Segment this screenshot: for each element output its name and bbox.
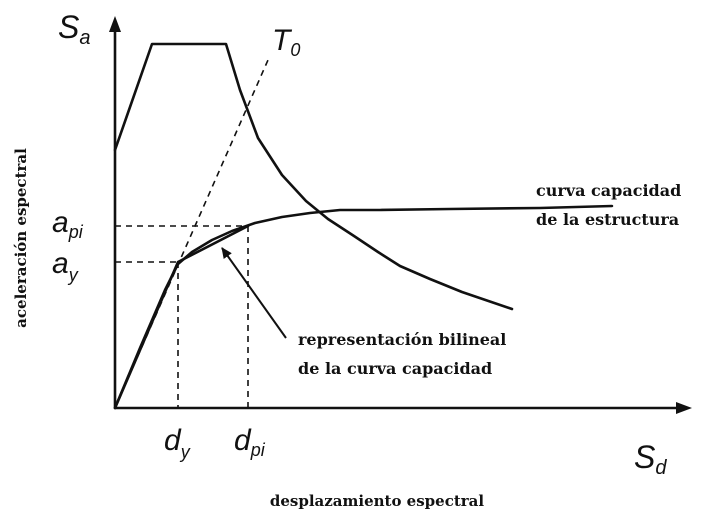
period-line-t0 bbox=[114, 59, 269, 409]
x-axis-symbol: Sd bbox=[634, 439, 667, 479]
x-axis-arrow bbox=[676, 402, 692, 414]
demand-spectrum-curve bbox=[113, 42, 514, 311]
y-axis-symbol-main: S bbox=[58, 9, 79, 45]
x-tick-dpi: dpi bbox=[234, 424, 266, 460]
x-tick-dpi-main: d bbox=[234, 424, 252, 457]
x-axis-symbol-sub: d bbox=[655, 457, 667, 479]
period-label: T0 bbox=[272, 24, 300, 60]
y-tick-api-sub: pi bbox=[68, 222, 84, 242]
x-axis-title: desplazamiento espectral bbox=[270, 492, 484, 510]
bilinear-label-line1: representación bilineal bbox=[298, 330, 506, 349]
capacity-curve-label-line1: curva capacidad bbox=[536, 181, 681, 200]
y-tick-ay: ay bbox=[52, 247, 79, 285]
bilinear-representation bbox=[113, 224, 250, 410]
y-axis-symbol: Sa bbox=[58, 9, 90, 49]
bilinear-label-line2: de la curva capacidad bbox=[298, 359, 492, 378]
y-tick-api: api bbox=[52, 206, 84, 242]
period-label-sub: 0 bbox=[290, 40, 300, 60]
x-tick-dy: dy bbox=[164, 424, 191, 462]
bilinear-pointer-arrow bbox=[221, 247, 287, 339]
y-tick-api-main: a bbox=[52, 206, 69, 239]
y-tick-ay-sub: y bbox=[67, 265, 79, 285]
x-tick-dpi-sub: pi bbox=[250, 440, 266, 460]
x-tick-dy-sub: y bbox=[179, 442, 191, 462]
capacity-curve-label-line2: de la estructura bbox=[536, 210, 679, 229]
y-axis-arrow bbox=[109, 16, 121, 32]
period-label-main: T bbox=[272, 24, 293, 57]
x-axis-symbol-main: S bbox=[634, 439, 655, 475]
y-axis-title: aceleración espectral bbox=[12, 148, 30, 328]
x-tick-dy-main: d bbox=[164, 424, 182, 457]
y-axis-symbol-sub: a bbox=[79, 27, 90, 49]
y-tick-ay-main: a bbox=[52, 247, 69, 280]
